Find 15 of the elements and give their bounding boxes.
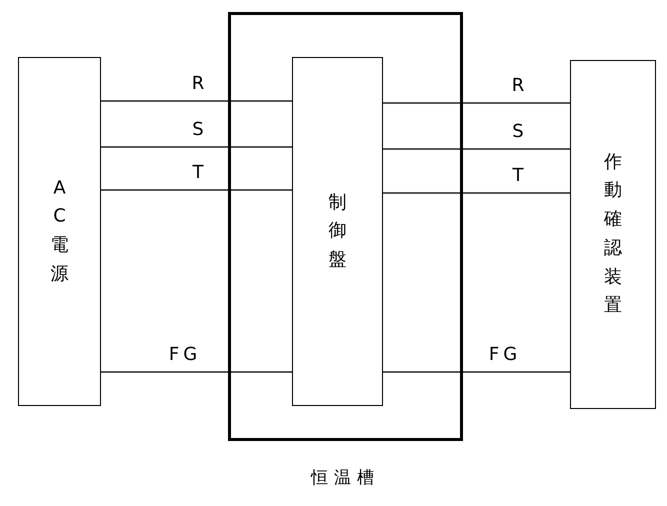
wire-line (383, 148, 570, 150)
wire-line (101, 371, 292, 373)
wire-line (383, 371, 570, 373)
device-box (18, 57, 101, 406)
wire-line (101, 146, 292, 148)
wire-line (383, 102, 570, 104)
wire-line (101, 189, 292, 191)
chamber-label: 恒温槽 (311, 467, 380, 490)
vertical-label: AC電源 (50, 176, 68, 286)
device-box (292, 57, 383, 406)
vertical-label: 作動確認装置 (604, 150, 622, 318)
device-box (570, 60, 656, 409)
wire-line (383, 192, 570, 194)
wire-line (101, 100, 292, 102)
vertical-label: 制御盤 (328, 190, 346, 272)
